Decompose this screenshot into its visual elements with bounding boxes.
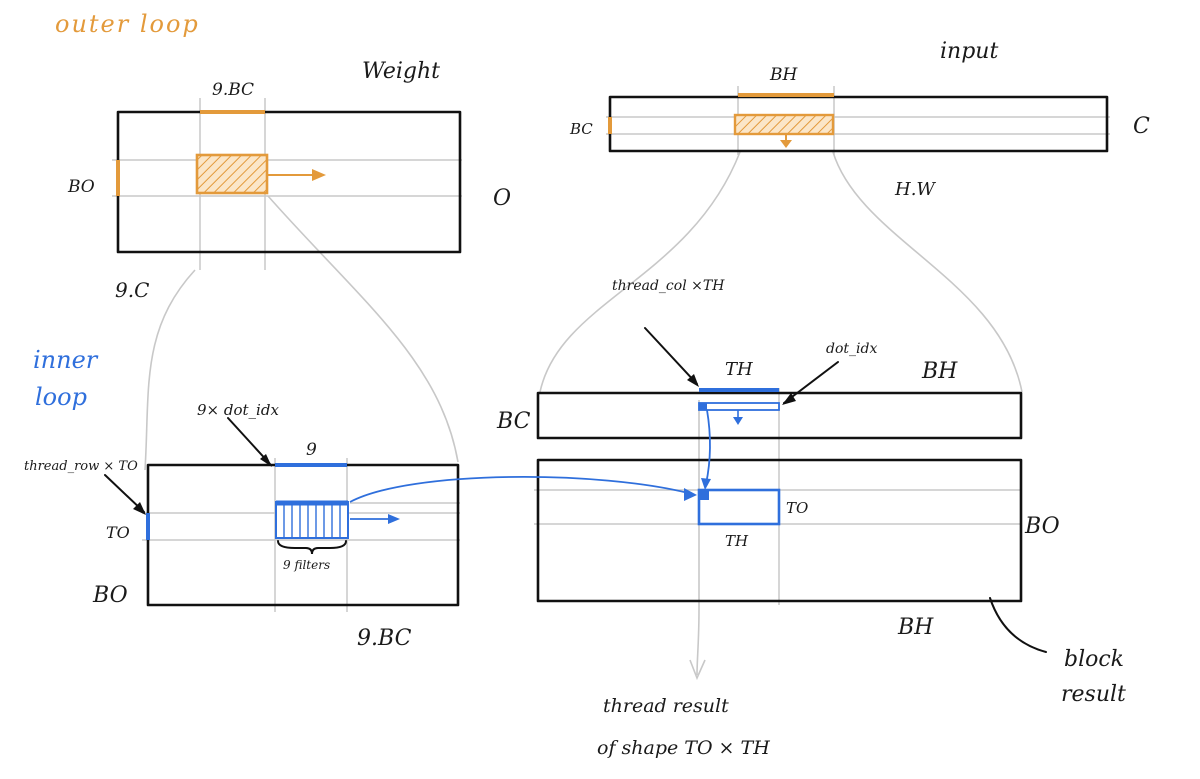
input-slide-arrow-head: [780, 140, 792, 148]
weight-bottom-label: 9.C: [115, 278, 149, 302]
inner-input-th-label: TH: [725, 359, 753, 380]
inner-weight-row-label: TO: [106, 523, 130, 542]
dot-idx-pointer-head: [260, 454, 272, 467]
inner-loop-heading-line2: loop: [35, 383, 87, 411]
dot-idx-right-pointer-head: [782, 393, 796, 405]
inner-input-slide-arrow-head: [733, 417, 743, 425]
inner-weight-bottom-label: 9.BC: [357, 626, 412, 651]
inner-weight-tile: 9 filters 9 9× dot_idx thread_row × TO T…: [24, 401, 460, 651]
input-to-result-flow-head: [701, 478, 711, 490]
thread-result-dot: [700, 491, 709, 500]
input-bottom-label: H.W: [894, 179, 936, 200]
weight-matrix-outline: [116, 110, 462, 254]
filters-brace: [277, 540, 347, 555]
weight-tile-hatched: [195, 153, 269, 195]
inner-weight-left-label: BO: [92, 583, 128, 608]
outer-loop-heading: outer loop: [55, 10, 200, 38]
inner-weight-top-label: 9: [306, 440, 317, 460]
inner-input-thread-strip: [698, 402, 780, 411]
connector-input-to-inner-right: [832, 151, 1023, 393]
inner-input-right-label: BH: [921, 359, 958, 384]
inner-input-thread-dot: [699, 403, 707, 410]
result-to-label: TO: [786, 499, 808, 517]
connector-weight-to-inner-left: [144, 269, 196, 471]
thread-result-label-line2: of shape TO × TH: [597, 737, 770, 759]
thread-col-pointer-arrow: [644, 327, 698, 385]
input-matrix-outline: [608, 95, 1109, 153]
weight-left-label: BO: [67, 177, 95, 197]
connector-input-to-inner-left: [539, 151, 741, 393]
inner-weight-filters-label: 9 filters: [283, 558, 330, 572]
input-matrix: input BH BC C H.W: [569, 39, 1150, 200]
block-result: TO TH BO BH block result thread result o…: [534, 458, 1126, 759]
connector-weight-to-inner-right: [267, 195, 459, 463]
inner-weight-slide-arrow-head: [388, 514, 400, 524]
inner-weight-filter-stripes: [283, 504, 341, 538]
weight-top-label: 9.BC: [212, 80, 254, 100]
dot-idx-right-pointer-arrow: [783, 361, 839, 404]
block-result-label-line1: block: [1064, 647, 1124, 672]
input-tile-hatched: [733, 113, 835, 136]
blue-flow-arrows: [349, 409, 711, 503]
result-th-label: TH: [725, 532, 749, 550]
dot-idx-pointer-arrow: [227, 417, 271, 465]
thread-result-tile: [697, 488, 781, 526]
inner-input-outline: [536, 391, 1023, 440]
input-to-result-flow-arrow: [705, 409, 711, 485]
thread-col-label: thread_col ×TH: [612, 278, 725, 294]
weight-to-result-flow-arrow: [349, 476, 693, 503]
thread-row-label: thread_row × TO: [24, 459, 138, 474]
thread-down-arrowhead: [689, 659, 706, 681]
weight-matrix: Weight 9.BC BO O 9.C: [67, 59, 511, 302]
result-bottom-label: BH: [897, 615, 934, 640]
inner-weight-dot-label: 9× dot_idx: [197, 401, 279, 419]
connector-curves: [144, 151, 1023, 681]
inner-input-tile: thread_col ×TH TH dot_idx BH BC: [496, 278, 1023, 440]
result-right-label: BO: [1024, 514, 1060, 539]
inner-input-left-label: BC: [496, 409, 531, 434]
thread-col-pointer-head: [687, 374, 699, 387]
weight-right-label: O: [493, 186, 511, 211]
block-result-pointer: [989, 597, 1047, 653]
block-result-label-line2: result: [1061, 682, 1126, 707]
inner-weight-filters-block: [275, 501, 349, 539]
weight-slide-arrow-head: [312, 169, 326, 181]
input-left-label: BC: [569, 120, 593, 138]
block-result-outline: [536, 458, 1023, 603]
input-right-label: C: [1133, 114, 1150, 139]
weight-title: Weight: [362, 59, 440, 84]
thread-col-down-line: [696, 400, 700, 676]
thread-result-label-line1: thread result: [603, 695, 729, 717]
thread-row-pointer-head: [133, 502, 146, 515]
dot-idx-label: dot_idx: [826, 341, 877, 357]
input-title: input: [940, 39, 998, 64]
inner-loop-heading-line1: inner: [33, 346, 99, 374]
input-top-label: BH: [769, 65, 798, 85]
weight-to-result-flow-head: [684, 488, 697, 501]
